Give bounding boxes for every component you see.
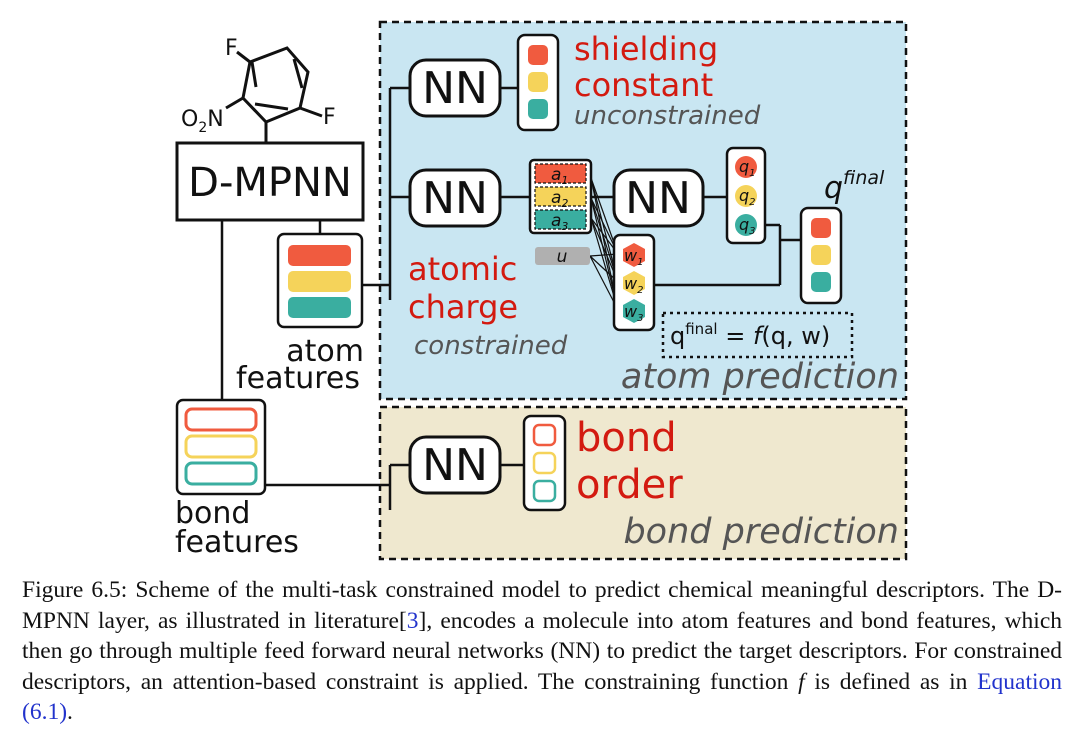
q-final-label: qfinal (824, 167, 885, 206)
model-scheme-diagram: F F O2N D-MPNN (175, 20, 908, 561)
w1-label: w1 (624, 246, 643, 268)
bond-prediction-title: bond prediction (623, 512, 899, 552)
q1-label: q1 (739, 157, 756, 179)
nitro-group-label: O2N (181, 107, 224, 136)
bond-output-red (532, 423, 557, 447)
w2-label: w2 (624, 274, 643, 296)
caption-text-3: is defined as in (804, 668, 978, 695)
q-final-red (811, 218, 831, 238)
shielding-output-teal (528, 99, 548, 119)
caption-label: Figure 6.5: (22, 577, 128, 603)
bond-features-label-line2: features (175, 525, 299, 560)
nn-charge-second-box (612, 168, 705, 228)
shielding-label-line2: constant (574, 66, 713, 104)
bond-feature-bar-teal (184, 461, 258, 486)
constraint-formula-box (661, 311, 854, 359)
a1-cell (534, 163, 587, 184)
q3-label: q3 (739, 215, 756, 237)
atom-feature-bar-red (288, 245, 351, 266)
unconstrained-tag: unconstrained (574, 101, 761, 131)
a2-cell (534, 186, 587, 207)
fluorine-right-label: F (323, 105, 336, 130)
nn-charge-second-label: NN (625, 173, 691, 224)
a1-label: a1 (551, 165, 568, 187)
d-mpnn-label: D-MPNN (188, 160, 352, 206)
bond-features-label-line1: bond (175, 496, 250, 531)
a3-cell (534, 209, 587, 230)
u-label: u (557, 247, 568, 267)
w3-hexagon (623, 299, 645, 323)
w2-hexagon (623, 271, 645, 295)
bond-feature-bar-red (184, 407, 258, 432)
constrained-tag: constrained (414, 331, 568, 361)
q2-label: q2 (739, 186, 756, 208)
fluorine-top-label: F (225, 36, 238, 61)
w3-label: w3 (624, 302, 643, 324)
bond-order-label-line2: order (576, 462, 683, 508)
nn-shielding-label: NN (422, 63, 488, 114)
caption-text-4: . (67, 699, 73, 725)
equation-link[interactable]: Equation (6.1) (22, 668, 1062, 726)
atom-features-label-line2: features (236, 361, 360, 396)
nn-bond-label: NN (422, 440, 488, 491)
figure-caption: Figure 6.5: Scheme of the multi-task con… (22, 575, 1062, 728)
shielding-output-yellow (528, 72, 548, 92)
q-final-teal (811, 272, 831, 292)
caption-text-2: ], encodes a molecule into atom features… (22, 607, 1062, 695)
shielding-output-red (528, 45, 548, 65)
w1-hexagon (623, 243, 645, 267)
a2-label: a2 (551, 188, 568, 210)
nn-charge-box (408, 168, 502, 228)
connector-lines (220, 86, 801, 510)
q3-circle (735, 214, 757, 236)
atom-feature-bar-yellow (288, 271, 351, 292)
reference-link[interactable]: 3 (406, 607, 419, 634)
q1-circle (735, 156, 757, 178)
atom-feature-bar-teal (288, 297, 351, 318)
bond-output-yellow (532, 451, 557, 475)
bond-feature-bar-yellow (184, 434, 258, 459)
atomic-charge-label-line2: charge (408, 288, 518, 326)
bond-output-teal (532, 479, 557, 503)
a3-label: a3 (551, 211, 568, 233)
caption-text-1: Scheme of the multi-task constrained mod… (22, 577, 1063, 634)
atomic-charge-label-line1: atomic (408, 250, 517, 288)
d-mpnn-box (175, 141, 365, 222)
u-box (535, 247, 590, 265)
q2-circle (735, 185, 757, 207)
nn-charge-label: NN (422, 173, 488, 224)
atom-features-label-line1: atom (286, 334, 364, 369)
bond-order-label-line1: bond (576, 415, 677, 461)
caption-function-symbol: f (798, 668, 805, 695)
shielding-label-line1: shielding (574, 30, 718, 68)
molecule-structure (225, 46, 323, 142)
nn-bond-box (408, 435, 502, 495)
q-final-yellow (811, 245, 831, 265)
atom-prediction-title: atom prediction (621, 357, 899, 397)
constraint-formula: qfinal = f(q, w) (670, 320, 830, 350)
nn-shielding-box (408, 58, 502, 118)
